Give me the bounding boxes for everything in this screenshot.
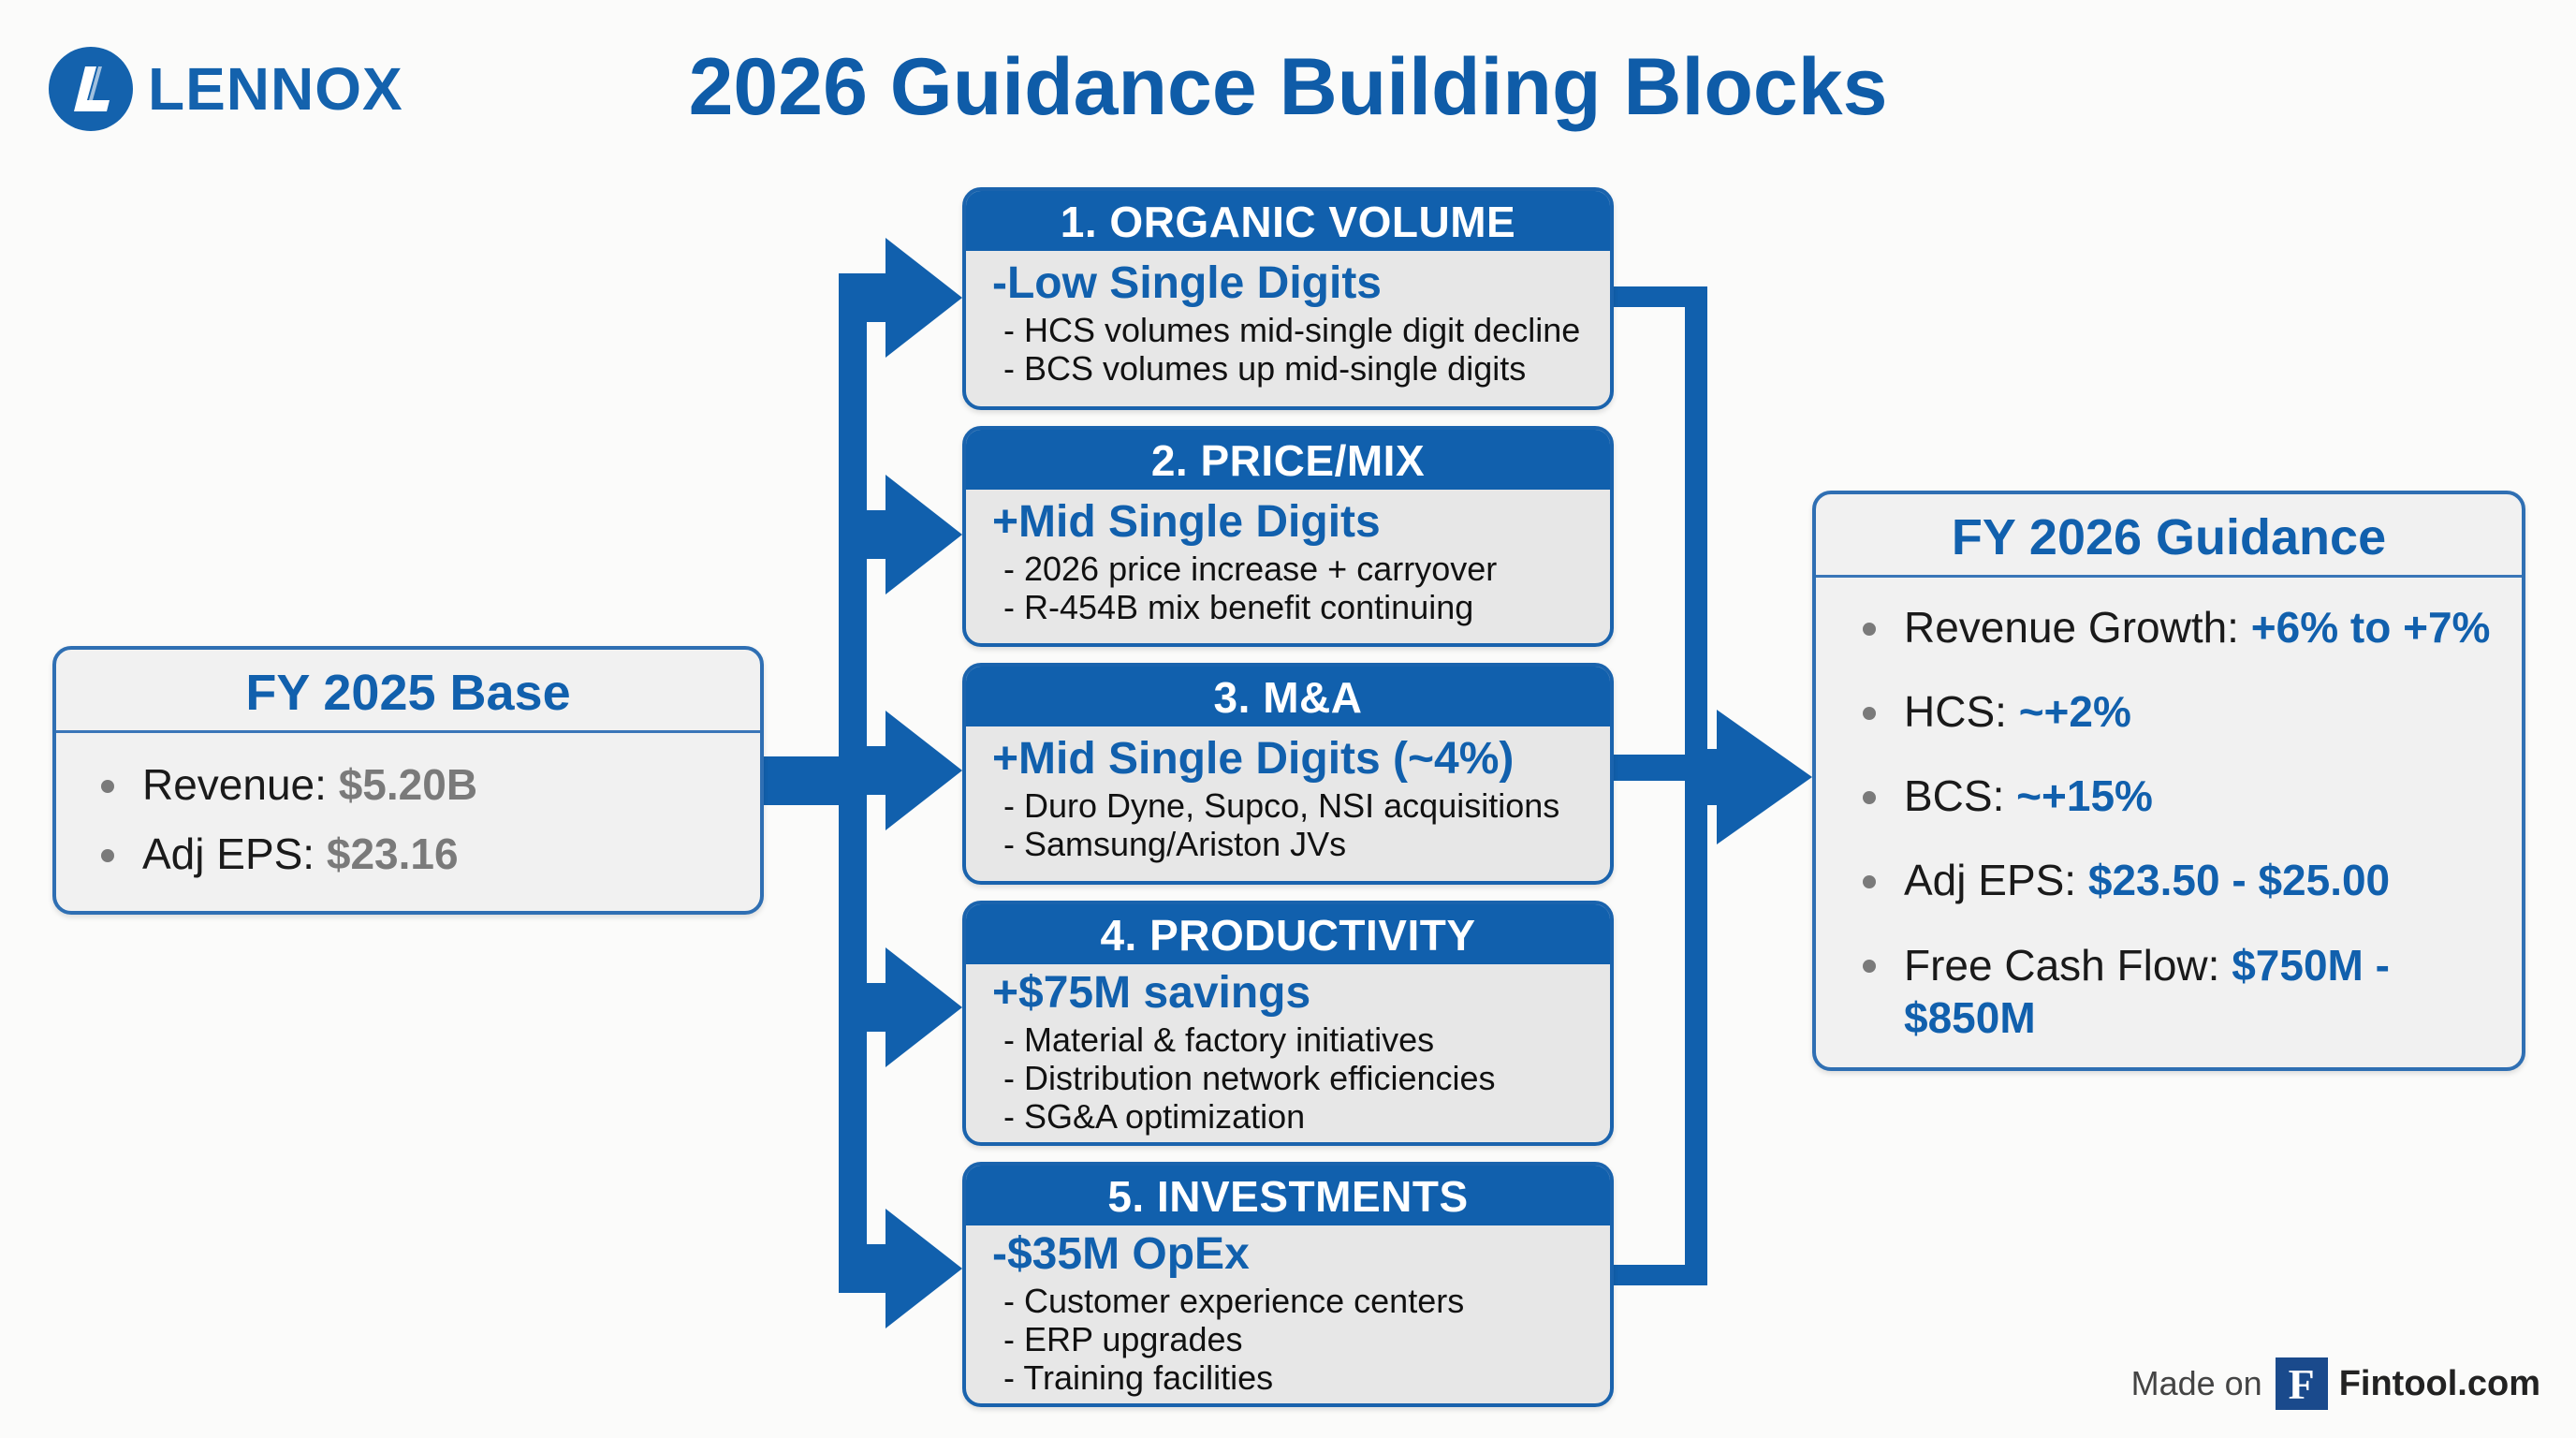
block-bullet: - Duro Dyne, Supco, NSI acquisitions (1003, 786, 1560, 825)
guidance-item-hcs: HCS: ~+2% (1863, 686, 2522, 737)
block-body: -Low Single Digits - HCS volumes mid-sin… (966, 251, 1610, 388)
lennox-logo: LENNOX (49, 47, 403, 131)
made-on-text: Made on (2130, 1364, 2262, 1402)
bullet-dot (101, 849, 114, 862)
block-bullet: - Samsung/Ariston JVs (1003, 825, 1347, 863)
guidance-item-label: Adj EPS: (1904, 856, 2088, 904)
bullet-dot (1863, 791, 1876, 804)
block-header: 4. PRODUCTIVITY (966, 904, 1610, 964)
block-header: 2. PRICE/MIX (966, 430, 1610, 490)
guidance-item-label: BCS: (1904, 771, 2017, 820)
block-bullet: - SG&A optimization (1003, 1097, 1306, 1136)
block-header: 5. INVESTMENTS (966, 1166, 1610, 1225)
guidance-item-bcs: BCS: ~+15% (1863, 770, 2522, 821)
bullet-dot (1863, 623, 1876, 636)
block-headline: +Mid Single Digits (992, 497, 1381, 547)
guidance-items: Revenue Growth: +6% to +7% HCS: ~+2% BCS… (1816, 578, 2522, 1044)
arrow-to-block-4 (839, 947, 962, 1067)
arrow-to-block-5 (839, 1209, 962, 1328)
base-title: FY 2025 Base (56, 650, 760, 733)
block-header: 1. ORGANIC VOLUME (966, 191, 1610, 251)
base-items: Revenue: $5.20B Adj EPS: $23.16 (56, 733, 760, 879)
lennox-logo-mark (49, 47, 133, 131)
guidance-item-adj-eps: Adj EPS: $23.50 - $25.00 (1863, 855, 2522, 905)
guidance-item-value: $23.50 - $25.00 (2087, 856, 2391, 904)
base-item-label: Adj EPS: (142, 829, 327, 878)
block-productivity: 4. PRODUCTIVITY +$75M savings - Material… (962, 901, 1614, 1146)
bullet-dot (1863, 707, 1876, 720)
right-stub-bottom (1608, 1265, 1707, 1285)
block-body: -$35M OpEx - Customer experience centers… (966, 1225, 1610, 1397)
guidance-item-revenue-growth: Revenue Growth: +6% to +7% (1863, 602, 2522, 653)
fintool-logo-icon: F (2275, 1357, 2328, 1410)
lennox-wordmark: LENNOX (148, 55, 403, 123)
block-headline: +Mid Single Digits (~4%) (992, 734, 1515, 784)
bullet-dot (1863, 960, 1876, 973)
block-bullet: - HCS volumes mid-single digit decline (1003, 311, 1581, 349)
right-trunk-line (1685, 286, 1707, 1285)
guidance-box: FY 2026 Guidance Revenue Growth: +6% to … (1812, 491, 2525, 1071)
block-body: +Mid Single Digits (~4%) - Duro Dyne, Su… (966, 726, 1610, 863)
block-headline: -$35M OpEx (992, 1229, 1250, 1279)
bullet-dot (101, 780, 114, 793)
guidance-item-free-cash-flow: Free Cash Flow: $750M - $850M (1863, 939, 2522, 1044)
block-bullet: - ERP upgrades (1003, 1320, 1243, 1358)
block-bullet: - Material & factory initiatives (1003, 1020, 1435, 1059)
page-title: 2026 Guidance Building Blocks (0, 41, 2576, 134)
block-headline: +$75M savings (992, 968, 1311, 1018)
base-item-adj-eps: Adj EPS: $23.16 (101, 829, 760, 879)
guidance-item-label: HCS: (1904, 687, 2019, 736)
block-bullet: - BCS volumes up mid-single digits (1003, 349, 1527, 388)
block-organic-volume: 1. ORGANIC VOLUME -Low Single Digits - H… (962, 187, 1614, 410)
guidance-item-value: ~+2% (2018, 687, 2131, 736)
block-bullet: - Customer experience centers (1003, 1282, 1465, 1320)
arrow-to-block-3 (839, 711, 962, 830)
block-header: 3. M&A (966, 667, 1610, 726)
guidance-item-label: Free Cash Flow: (1904, 941, 2232, 990)
page-title-text: 2026 Guidance Building Blocks (688, 42, 1888, 132)
made-on-fintool-badge[interactable]: Made on F Fintool.com (2131, 1357, 2540, 1410)
block-investments: 5. INVESTMENTS -$35M OpEx - Customer exp… (962, 1162, 1614, 1407)
guidance-item-value: +6% to +7% (2250, 603, 2491, 652)
block-bullet: - 2026 price increase + carryover (1003, 550, 1498, 588)
block-bullet: - R-454B mix benefit continuing (1003, 588, 1474, 626)
base-item-revenue: Revenue: $5.20B (101, 759, 760, 810)
base-item-value: $23.16 (326, 829, 459, 878)
right-stub-mid (1608, 755, 1707, 781)
block-price-mix: 2. PRICE/MIX +Mid Single Digits - 2026 p… (962, 426, 1614, 647)
fintool-brand: Fintool.com (2338, 1363, 2540, 1403)
guidance-item-label: Revenue Growth: (1904, 603, 2251, 652)
block-headline: -Low Single Digits (992, 258, 1382, 308)
base-item-label: Revenue: (142, 760, 339, 809)
bullet-dot (1863, 875, 1876, 888)
lennox-l-icon (74, 66, 110, 111)
guidance-item-value: $750M - $850M (1904, 941, 2390, 1042)
right-stub-top (1608, 286, 1707, 307)
block-body: +$75M savings - Material & factory initi… (966, 964, 1610, 1136)
guidance-item-value: ~+15% (2016, 771, 2153, 820)
base-item-value: $5.20B (338, 760, 478, 809)
arrow-to-block-1 (839, 238, 962, 358)
block-m-and-a: 3. M&A +Mid Single Digits (~4%) - Duro D… (962, 663, 1614, 885)
arrow-to-guidance (1707, 710, 1812, 844)
guidance-title: FY 2026 Guidance (1816, 494, 2522, 578)
block-body: +Mid Single Digits - 2026 price increase… (966, 490, 1610, 626)
block-bullet: - Distribution network efficiencies (1003, 1059, 1496, 1097)
block-bullet: - Training facilities (1003, 1358, 1274, 1397)
base-box: FY 2025 Base Revenue: $5.20B Adj EPS: $2… (52, 646, 764, 915)
arrow-to-block-2 (839, 475, 962, 594)
